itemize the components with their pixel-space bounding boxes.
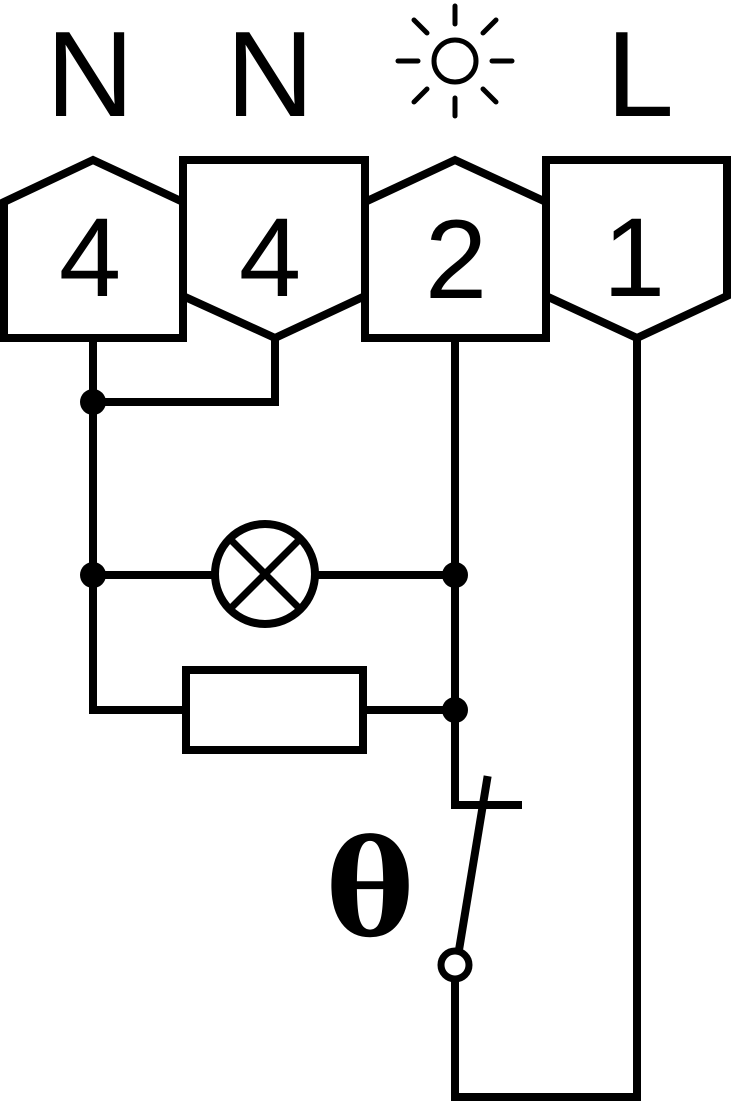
junction-dot xyxy=(442,562,468,588)
junction-dot xyxy=(442,697,468,723)
label-l: L xyxy=(606,6,674,142)
terminal-block-2: 4 xyxy=(179,156,369,343)
terminal-block-4: 1 xyxy=(542,156,731,343)
label-n-1: N xyxy=(46,6,134,142)
junction-dots xyxy=(80,389,468,723)
wires xyxy=(89,334,641,1101)
terminal-labels: N N L xyxy=(46,3,674,142)
terminal-number-4: 1 xyxy=(603,195,665,320)
label-n-2: N xyxy=(226,6,314,142)
junction-dot xyxy=(80,562,106,588)
terminal-number-3: 2 xyxy=(425,197,487,322)
lamp-icon xyxy=(211,520,319,628)
sun-icon xyxy=(395,3,515,119)
switch-icon xyxy=(437,947,473,983)
junction-dot xyxy=(80,389,106,415)
resistor-icon xyxy=(182,666,367,754)
thermostat-symbol: θ xyxy=(326,812,414,967)
terminal-block-3: 2 xyxy=(361,155,550,342)
terminal-number-2: 4 xyxy=(239,195,301,320)
terminal-block-1: 4 xyxy=(0,155,187,342)
terminal-number-1: 4 xyxy=(59,195,121,320)
